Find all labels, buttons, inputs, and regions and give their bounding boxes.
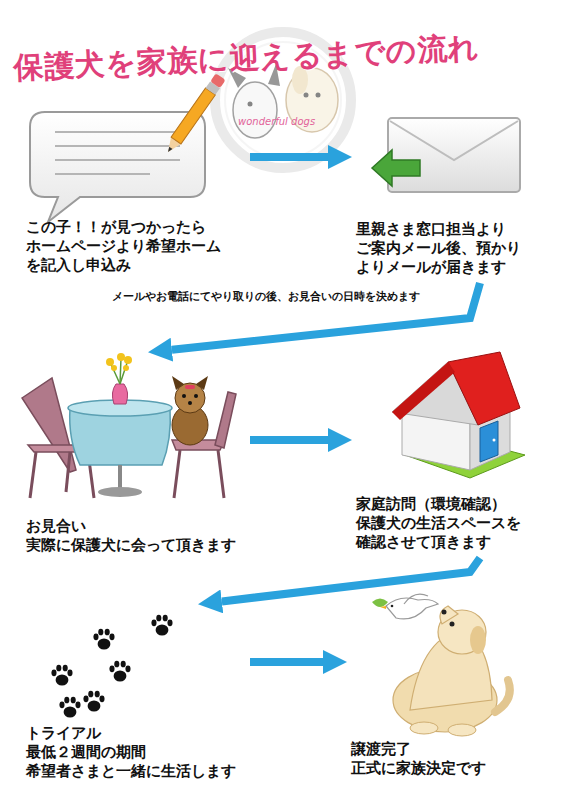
house-icon: [392, 352, 525, 478]
step-box: 家庭訪問（環境確認） 保護犬の生活スペースを 確認させて頂きます: [350, 355, 555, 558]
step-text: 里親さま窓口担当より ご案内メール後、預かり よりメールが届きます: [356, 220, 551, 276]
paw-prints: [51, 615, 172, 718]
flow-arrow: [222, 558, 480, 601]
speech-bubble-icon: [30, 73, 226, 222]
step-text: 家庭訪問（環境確認） 保護犬の生活スペースを 確認させて頂きます: [356, 495, 551, 551]
step-text: 譲渡完了 正式に家族決定です: [351, 740, 551, 778]
flow-arrow: [250, 153, 328, 161]
envelope-icon: [372, 118, 520, 192]
flow-arrow: [250, 436, 328, 444]
flow-arrow: [250, 658, 323, 666]
meeting-table-icon: [22, 353, 236, 498]
step-text: トライアル 最低２週間の期間 希望者さまと一緒に生活します: [26, 724, 246, 780]
watermark-text: wonderful dogs: [238, 116, 315, 127]
step-box: 譲渡完了 正式に家族決定です: [345, 605, 555, 784]
step-box: トライアル 最低２週間の期間 希望者さまと一緒に生活します: [20, 604, 250, 787]
step-text: この子！！が見つかったら ホームページより希望ホーム を記入し申込み: [26, 218, 246, 274]
dog-and-dove: [372, 594, 510, 736]
edge-label: メールやお電話にてやり取りの後、お見合いの日時を決めます: [110, 289, 422, 304]
step-box: お見合い 実際に保護犬に会って頂きます: [20, 352, 250, 561]
step-box: 里親さま窓口担当より ご案内メール後、預かり よりメールが届きます: [350, 100, 555, 283]
step-box: この子！！が見つかったら ホームページより希望ホーム を記入し申込み: [20, 100, 250, 281]
step-text: お見合い 実際に保護犬に会って頂きます: [26, 517, 246, 555]
